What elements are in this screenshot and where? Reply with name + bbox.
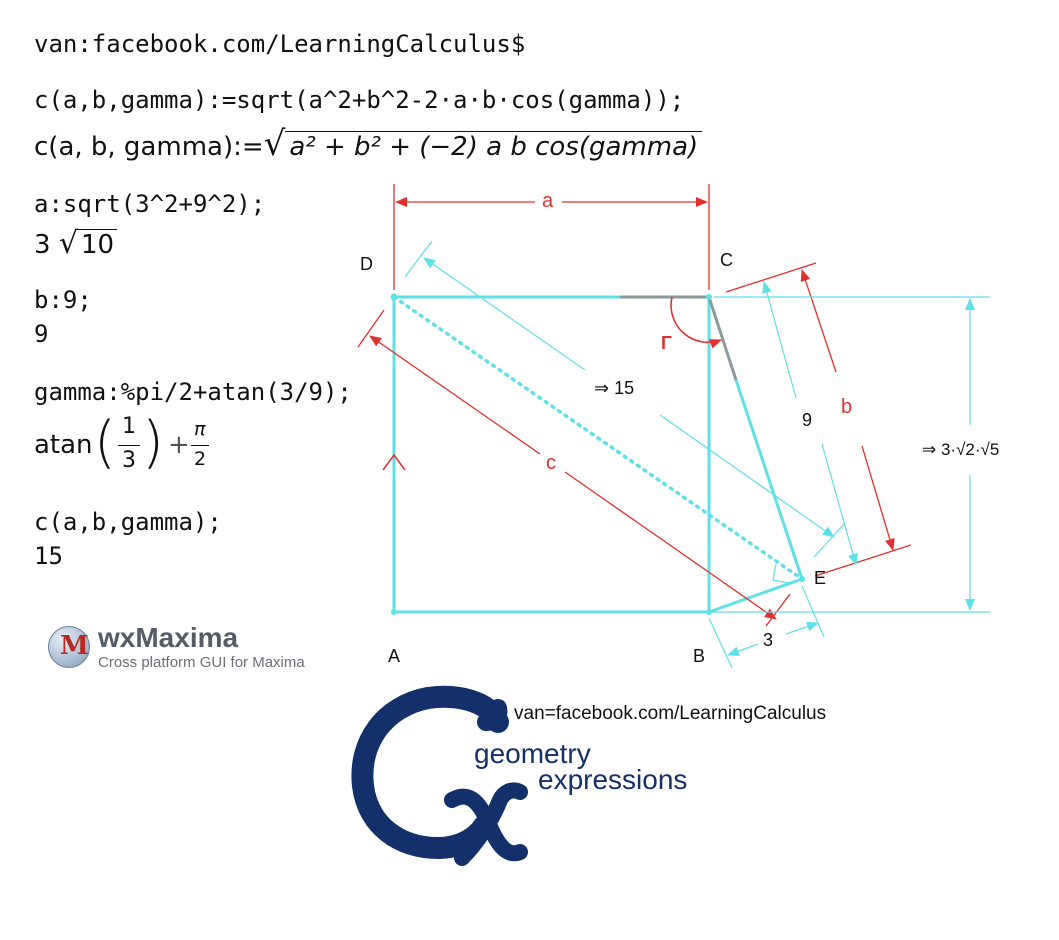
vertices — [390, 293, 805, 615]
right-angle-mark — [772, 563, 790, 584]
b-output: 9 — [34, 320, 49, 348]
point-label-c: C — [720, 250, 733, 270]
fraction-bar — [118, 445, 140, 446]
sqrt-sign: √ — [58, 226, 78, 261]
dimension-9 — [762, 281, 858, 566]
label-side-a: a — [542, 190, 554, 212]
gamma-output-den: 3 — [122, 448, 136, 473]
def-output-lhs: c(a, b, gamma):= — [34, 132, 264, 162]
point-label-e: E — [814, 568, 827, 588]
diagonal-de — [392, 295, 804, 581]
point-label-d: D — [360, 254, 373, 274]
a-output-radicand: 10 — [77, 229, 118, 260]
ge-url: van=facebook.com/LearningCalculus — [514, 703, 827, 724]
vertex-a — [391, 609, 397, 615]
label-side-c: c — [546, 452, 556, 474]
fraction-bar — [191, 445, 209, 446]
gamma-output-num: 1 — [122, 414, 136, 439]
session-header: van:facebook.com/LearningCalculus$ — [34, 30, 526, 58]
gamma-output-pi-den: 2 — [194, 448, 207, 470]
a-input: a:sqrt(3^2+9^2); — [34, 190, 266, 218]
paren-left: ( — [94, 410, 116, 475]
dimension-c — [357, 309, 791, 627]
dimension-height — [712, 296, 990, 613]
def-input: c(a,b,gamma):=sqrt(a^2+b^2-2·a·b·cos(gam… — [34, 86, 685, 114]
side-ce — [734, 379, 804, 580]
label-side-b: b — [841, 396, 853, 418]
ge-line1: geometry — [474, 738, 591, 769]
a-output: 3 √10 — [34, 226, 118, 261]
vertex-d — [390, 293, 398, 301]
dimension-b — [725, 262, 912, 577]
gamma-input: gamma:%pi/2+atan(3/9); — [34, 378, 352, 406]
c-output: 15 — [34, 542, 63, 570]
vertex-b — [706, 609, 712, 615]
vertex-c — [706, 294, 712, 300]
point-label-b: B — [693, 646, 706, 666]
side-be — [708, 577, 803, 614]
tick-mark — [382, 453, 406, 471]
plus-sign: + — [168, 430, 190, 460]
b-input: b:9; — [34, 286, 92, 314]
ge-line2: expressions — [538, 764, 688, 795]
label-dist-15: ⇒ 15 — [594, 378, 635, 398]
def-output: c(a, b, gamma):=√a² + b² + (−2) a b cos(… — [34, 124, 703, 164]
wxmaxima-badge-letter: M — [60, 631, 89, 661]
vertex-e — [799, 576, 805, 582]
a-output-coef: 3 — [34, 230, 51, 260]
wxmaxima-tagline: Cross platform GUI for Maxima — [98, 654, 305, 671]
label-height-expr: ⇒ 3·√2·√5 — [922, 440, 1000, 459]
wxmaxima-logo: M wxMaxima Cross platform GUI for Maxima — [46, 622, 366, 676]
wxmaxima-name: wxMaxima — [98, 622, 239, 653]
point-label-a: A — [388, 646, 401, 666]
label-dist-3: 3 — [763, 630, 774, 650]
label-angle-gamma: Γ — [661, 333, 672, 353]
label-dist-9: 9 — [802, 410, 813, 430]
dimension-a — [393, 184, 710, 290]
sqrt-sign: √ — [263, 124, 286, 164]
def-output-rhs: a² + b² + (−2) a b cos(gamma) — [285, 131, 703, 162]
angle-gamma-arc — [670, 296, 722, 349]
dimension-15 — [404, 240, 846, 558]
paren-right: ) — [142, 410, 164, 475]
gamma-output-pi-num: π — [194, 418, 206, 440]
gamma-output-func: atan — [34, 430, 93, 460]
wxmaxima-badge-icon: M — [48, 626, 90, 668]
c-input: c(a,b,gamma); — [34, 508, 222, 536]
